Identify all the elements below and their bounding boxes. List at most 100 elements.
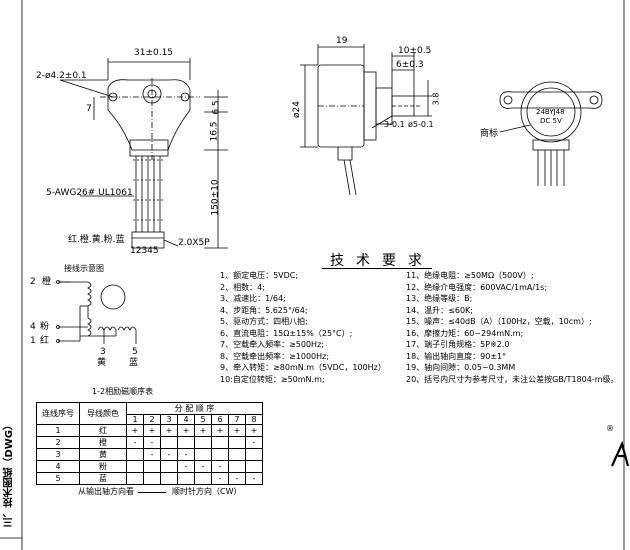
dim-width: 31±0.15 — [134, 48, 174, 58]
dim-24: ø24 — [291, 101, 302, 118]
row-cell: - — [177, 448, 195, 461]
sequence-table-caption: 1-2相励磁顺序表 — [92, 387, 154, 396]
lead-2-num: 2 — [30, 277, 36, 287]
row-cell — [126, 460, 144, 473]
footer-dash — [138, 492, 166, 493]
label-ring — [526, 87, 576, 137]
row-no: 5 — [36, 472, 80, 485]
dim-3-8: 3.8 — [431, 92, 441, 106]
col-no-header: 连线序号 — [36, 402, 80, 425]
dim-6-5: 6.5 — [211, 100, 222, 115]
table-row: 2 橙 - - - — [36, 436, 263, 449]
req-item: 3、减速比：1/64; — [220, 294, 286, 303]
side-view — [300, 44, 432, 196]
dim-shaft: ø5-0.1 — [408, 120, 434, 129]
row-cell — [160, 472, 178, 485]
row-cell — [211, 436, 229, 449]
row-cell: - — [160, 448, 178, 461]
row-cell: + — [143, 424, 161, 437]
row-cell: - — [126, 436, 144, 449]
req-item: 2、相数：4; — [220, 282, 265, 292]
pin-numbers: 12345 — [130, 246, 159, 256]
dim-150: 150±10 — [210, 179, 221, 216]
row-cell: - — [194, 460, 212, 473]
row-cell — [160, 436, 178, 449]
brand-label: 商标 — [480, 129, 499, 139]
row-color: 红 — [79, 424, 127, 437]
wire-spec: 5-AWG26# UL1061 — [46, 188, 133, 198]
table-row: 5 蓝 - - - — [36, 472, 263, 485]
dim-6: 6±0.3 — [396, 60, 424, 70]
table-footer-left: 从输出轴方向看 — [78, 487, 134, 496]
row-cell: - — [245, 472, 263, 485]
coil-right-2 — [117, 326, 137, 331]
req-item: 12、绝缘介电强度：600VAC/1mA/1s; — [406, 282, 548, 292]
row-cell — [143, 460, 161, 473]
step-header: 8 — [245, 414, 263, 425]
dim-19: 19 — [336, 36, 348, 46]
req-item: 1、额定电压：5VDC; — [220, 271, 299, 280]
req-item: 13、绝缘等级：B; — [406, 294, 473, 303]
mount-hole-r-right — [589, 95, 599, 105]
row-cell: - — [177, 460, 195, 473]
req-item: 6、直流电阻：15Ω±15%（25°C）; — [220, 328, 353, 338]
requirements-right-list: 11、绝缘电阻：≥50MΩ（500V）; 12、绝缘介电强度：600VAC/1m… — [406, 270, 619, 385]
row-color: 黄 — [79, 448, 127, 461]
row-cell: - — [143, 436, 161, 449]
row-cell: + — [177, 424, 195, 437]
req-item: 8、空载牵出频率：≥1000Hz; — [220, 351, 330, 361]
req-item: 16、摩擦力矩：60~294mN.m; — [406, 328, 524, 338]
gear-housing-side — [363, 71, 377, 141]
row-no: 3 — [36, 448, 80, 461]
row-cell — [211, 448, 229, 461]
row-cell — [126, 448, 144, 461]
wire-exit-side — [337, 147, 353, 161]
row-cell — [143, 472, 161, 485]
label-line-2: DC 5V — [540, 117, 562, 125]
lead-1-color: 红 — [40, 336, 50, 346]
front-view — [59, 58, 228, 249]
req-item: 19、轴向间隙：0.05~0.3MM — [406, 363, 516, 372]
section-side-title: 三、技术图纸（DWG） — [4, 420, 15, 528]
row-cell: + — [211, 424, 229, 437]
motor-face — [520, 81, 582, 143]
mount-hole-r-left — [503, 95, 513, 105]
wire-bundle — [133, 156, 163, 232]
sequence-table: 连线序号 导线颜色 分 配 顺 序 1 2 3 4 5 6 7 8 1 红 + … — [36, 402, 263, 485]
req-item: 18、输出轴向直度：90±1° — [406, 351, 507, 361]
row-cell: + — [194, 424, 212, 437]
label-view — [499, 81, 603, 186]
wire-colors: 红.橙.黄.粉.蓝 — [68, 235, 125, 245]
registered-mark: ® — [606, 424, 614, 433]
wire-exit-right — [532, 139, 570, 151]
row-cell: - — [143, 448, 161, 461]
step-header: 5 — [194, 414, 212, 425]
row-cell — [245, 460, 263, 473]
row-color: 蓝 — [79, 472, 127, 485]
row-cell — [126, 472, 144, 485]
row-color: 橙 — [79, 436, 127, 449]
label-line-1: 24BYJ48 — [536, 108, 565, 116]
step-header: 6 — [211, 414, 229, 425]
step-header: 7 — [228, 414, 246, 425]
motor-flange-outline — [107, 79, 191, 151]
group-header: 分 配 顺 序 — [126, 402, 263, 415]
req-item: 14、温升：≤60K; — [406, 305, 474, 315]
row-cell — [228, 436, 246, 449]
wire-bundle-right — [537, 150, 565, 186]
dim-10: 10±0.5 — [398, 46, 432, 56]
row-cell — [194, 472, 212, 485]
row-cell — [194, 448, 212, 461]
col-color-header: 导线颜色 — [79, 402, 127, 425]
connector-spec: 2.0X5P — [178, 238, 210, 248]
row-cell: - — [245, 436, 263, 449]
row-cell: - — [228, 472, 246, 485]
wire-exit-box — [129, 139, 169, 157]
row-cell: + — [126, 424, 144, 437]
coil-right-1 — [97, 326, 117, 331]
row-no: 2 — [36, 436, 80, 449]
lead-3-num: 3 — [100, 347, 106, 357]
step-header: 2 — [143, 414, 161, 425]
lead-5-num: 5 — [132, 347, 138, 357]
coil-top — [87, 281, 92, 307]
